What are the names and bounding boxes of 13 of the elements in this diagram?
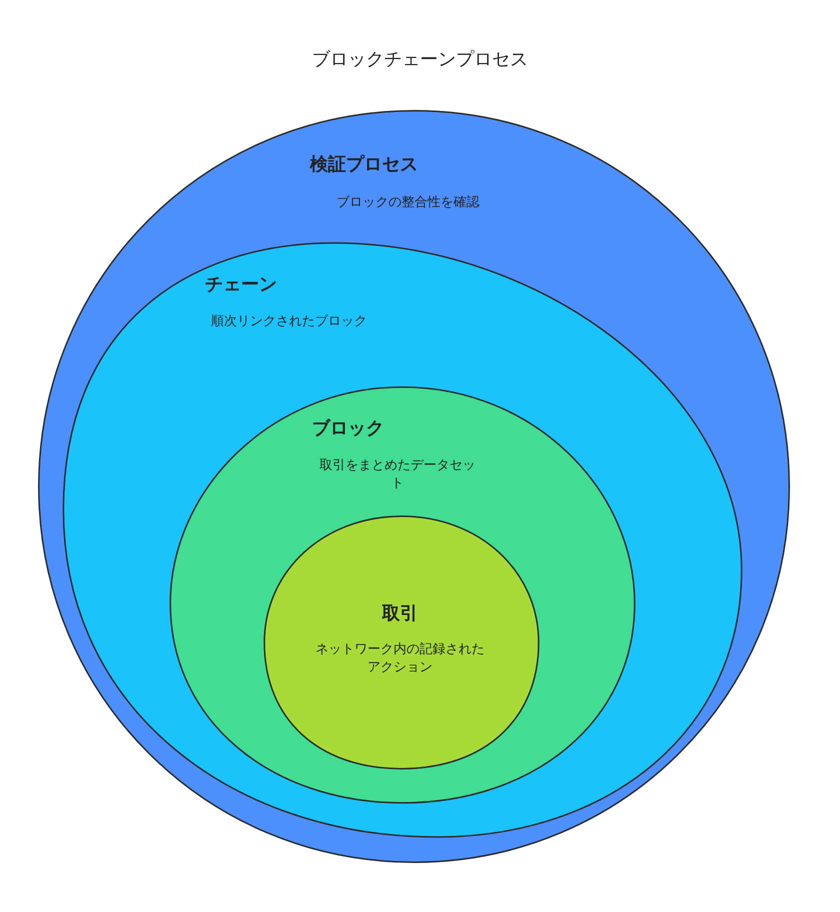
ellipse-region — [35, 107, 793, 866]
ellipse-region — [263, 515, 540, 770]
region-description: 取引をまとめたデータセット — [318, 457, 476, 493]
ellipse-region — [168, 385, 637, 805]
region-heading: 取引 — [380, 605, 419, 623]
region-description: ブロックの整合性を確認 — [336, 194, 480, 212]
diagram-title: ブロックチェーンプロセス — [311, 48, 529, 72]
ellipse-region — [60, 240, 745, 840]
region-description: 順次リンクされたブロック — [210, 313, 368, 331]
region-description: ネットワーク内の記録されたアクション — [315, 641, 485, 677]
region-heading: 検証プロセス — [310, 156, 419, 174]
region-heading: ブロック — [312, 420, 385, 438]
region-heading: チェーン — [205, 276, 278, 294]
